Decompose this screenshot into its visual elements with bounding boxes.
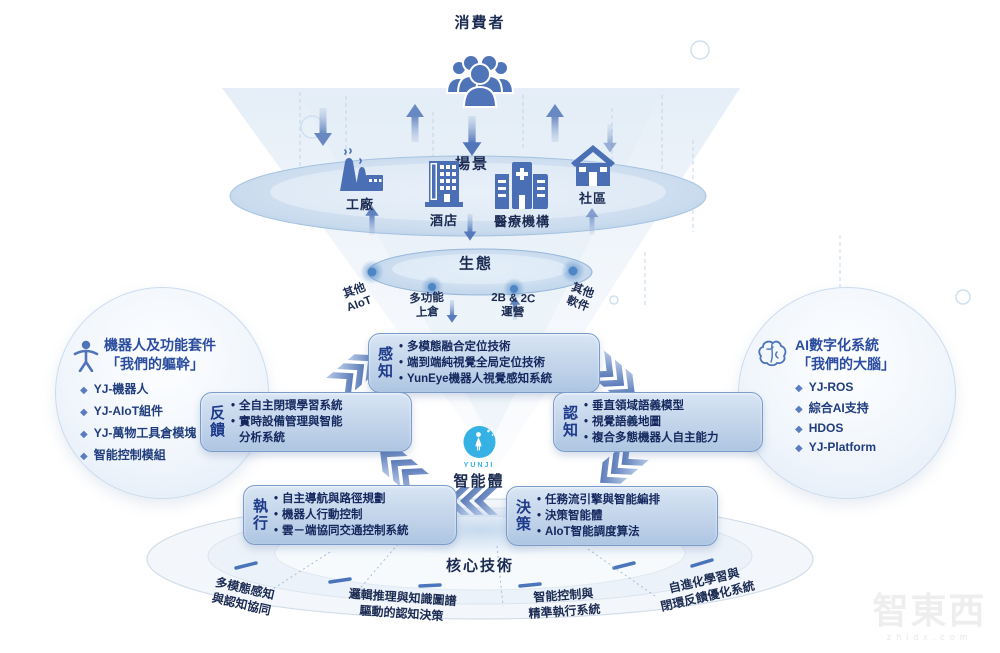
factory-icon [340, 148, 383, 191]
list-item: ◆HDOS [795, 421, 844, 435]
watermark-logo: 智東西 zhidx.com [862, 582, 997, 642]
watermark-text: 智東西 [872, 590, 987, 631]
list-item: •AIoT智能調度算法 [537, 524, 660, 540]
right-bubble-list: ◆YJ-ROS ◆綜合AI支持 ◆HDOS ◆YJ-Platform [795, 380, 876, 459]
list-item: •雲－端協同交通控制系統 [274, 523, 409, 539]
left-bubble-title: 機器人及功能套件 「我們的軀幹」 [104, 337, 216, 372]
box-label: 決策 [514, 499, 531, 534]
dot-bullet-icon: • [274, 493, 279, 505]
dot-bullet-icon: • [537, 510, 542, 523]
list-item: ◆YJ-萬物工具倉模塊 [80, 426, 197, 440]
list-item: •端到端純視覺全局定位技術 [399, 355, 552, 371]
eco-label-2b2c: 2B & 2C 運營 [491, 291, 536, 320]
box-label: 感知 [376, 346, 393, 381]
box-items: •自主導航與路徑規劃 •機器人行動控制 •雲－端協同交通控制系統 [274, 491, 409, 539]
core-label-control: 智能控制與 精準執行系統 [528, 586, 601, 621]
box-cognition: 認知 •垂直領域語義模型 •視覺語義地圖 •複合多態機器人自主能力 [553, 392, 763, 453]
scene-item-hospital: 醫療機構 [486, 162, 558, 230]
diamond-bullet-icon: ◆ [80, 429, 88, 440]
watermark-subtext: zhidx.com [886, 632, 973, 642]
list-item: ◆綜合AI支持 [795, 401, 869, 415]
eco-label-multifunction: 多功能 上倉 [409, 291, 445, 320]
box-items: •全自主閉環學習系統 •實時設備管理與智能分析系統 [231, 398, 351, 446]
list-item: •任務流引擎與智能編排 [537, 492, 660, 508]
diamond-bullet-icon: ◆ [795, 383, 803, 394]
box-perception: 感知 •多模態融合定位技術 •端到端純視覺全局定位技術 •YunEye機器人視覺… [368, 333, 600, 394]
right-bubble-brain: AI數字化系統 「我們的大腦」 ◆YJ-ROS ◆綜合AI支持 ◆HDOS ◆Y… [738, 287, 956, 499]
list-item: •複合多態機器人自主能力 [584, 430, 719, 446]
dot-bullet-icon: • [584, 416, 589, 429]
dot-bullet-icon: • [584, 400, 589, 412]
box-items: •多模態融合定位技術 •端到端純視覺全局定位技術 •YunEye機器人視覺感知系… [399, 339, 552, 387]
agent-block: YUNJI 智能體 [453, 425, 504, 491]
torso-icon [73, 340, 99, 372]
list-item: •自主導航與路徑規劃 [274, 491, 409, 507]
diamond-bullet-icon: ◆ [80, 385, 88, 396]
scene-item-factory: 工廠 [330, 146, 390, 213]
diamond-bullet-icon: ◆ [795, 424, 803, 435]
brain-icon [758, 340, 787, 367]
diamond-bullet-icon: ◆ [795, 404, 803, 415]
list-item: •視覺語義地圖 [584, 414, 719, 430]
list-item: ◆YJ-ROS [795, 380, 854, 394]
yunji-logo-text: YUNJI [463, 462, 495, 469]
dot-bullet-icon: • [399, 373, 404, 386]
scene-item-label: 醫療機構 [493, 214, 550, 229]
scene-item-label: 工廠 [345, 197, 374, 212]
diamond-bullet-icon: ◆ [795, 443, 803, 454]
dot-bullet-icon: • [274, 509, 279, 522]
list-item: •垂直領域語義模型 [584, 398, 719, 414]
scene-item-hotel: 酒店 [415, 158, 473, 229]
list-item: •實時設備管理與智能分析系統 [231, 414, 351, 446]
hospital-icon [495, 162, 548, 209]
dot-bullet-icon: • [537, 494, 542, 506]
list-item: ◆YJ-Platform [795, 440, 877, 454]
hotel-icon [425, 161, 463, 207]
diamond-bullet-icon: ◆ [80, 407, 88, 418]
yunji-logo [462, 426, 495, 458]
box-items: •任務流引擎與智能編排 •決策智能體 •AIoT智能調度算法 [537, 492, 660, 540]
dot-bullet-icon: • [274, 525, 279, 538]
box-label: 執行 [251, 498, 268, 533]
dot-bullet-icon: • [537, 526, 542, 539]
list-item: •YunEye機器人視覺感知系統 [399, 371, 552, 387]
scene-item-community: 社區 [562, 144, 624, 207]
box-label: 反饋 [208, 405, 225, 440]
list-item: ◆智能控制模組 [80, 448, 166, 462]
scene-item-label: 酒店 [429, 213, 458, 228]
dot-bullet-icon: • [399, 357, 404, 370]
dot-bullet-icon: • [231, 400, 236, 412]
list-item: •多模態融合定位技術 [399, 339, 552, 355]
dot-bullet-icon: • [584, 432, 589, 445]
ecosystem-title: 生態 [458, 255, 494, 273]
list-item: •全自主閉環學習系統 [231, 398, 351, 414]
consumer-title: 消費者 [454, 14, 506, 32]
dot-bullet-icon: • [399, 341, 404, 353]
box-label: 認知 [561, 405, 578, 440]
agent-title: 智能體 [453, 473, 505, 490]
scene-title: 場景 [454, 155, 490, 173]
left-bubble-list: ◆YJ-機器人 ◆YJ-AIoT組件 ◆YJ-萬物工具倉模塊 ◆智能控制模組 [80, 380, 196, 468]
box-decision: 決策 •任務流引擎與智能編排 •決策智能體 •AIoT智能調度算法 [506, 486, 718, 547]
box-items: •垂直領域語義模型 •視覺語義地圖 •複合多態機器人自主能力 [584, 398, 719, 446]
list-item: •決策智能體 [537, 508, 660, 524]
diamond-bullet-icon: ◆ [80, 451, 88, 462]
people-icon [445, 54, 515, 108]
box-execution: 執行 •自主導航與路徑規劃 •機器人行動控制 •雲－端協同交通控制系統 [243, 485, 457, 546]
list-item: ◆YJ-AIoT組件 [80, 404, 164, 418]
right-bubble-title: AI數字化系統 「我們的大腦」 [795, 337, 895, 372]
list-item: •機器人行動控制 [274, 507, 409, 523]
box-feedback: 反饋 •全自主閉環學習系統 •實時設備管理與智能分析系統 [200, 392, 412, 453]
core-tech-title: 核心技術 [445, 557, 515, 575]
list-item: ◆YJ-機器人 [80, 382, 149, 396]
dot-bullet-icon: • [231, 416, 236, 429]
house-icon [571, 145, 615, 186]
scene-item-label: 社區 [578, 191, 607, 206]
